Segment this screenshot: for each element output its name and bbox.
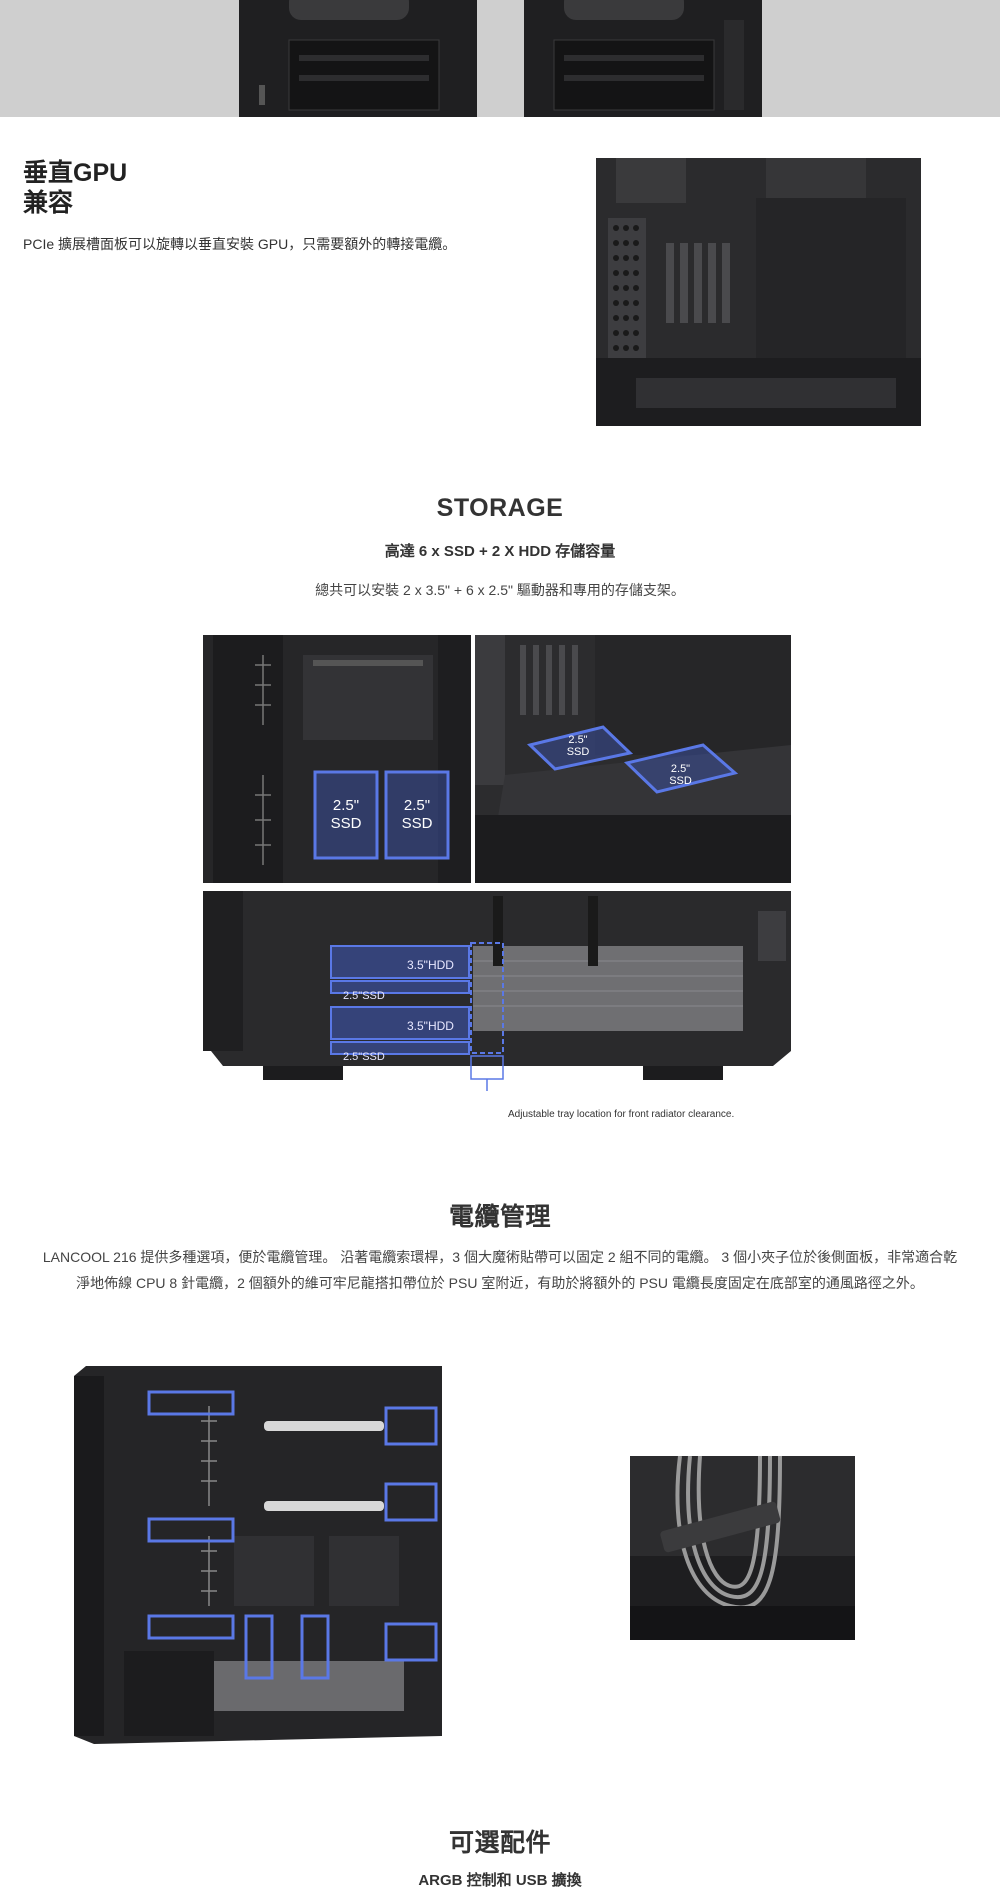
case-photo-top-left xyxy=(239,0,477,117)
ssd-small-label-2: 2.5"SSD xyxy=(343,1051,385,1063)
top-banner xyxy=(0,0,1000,117)
adjustable-tray-annotation: Adjustable tray location for front radia… xyxy=(508,1109,735,1120)
ssd-label-4: 2.5" SSD xyxy=(669,763,692,787)
cable-description-line1: LANCOOL 216 提供多種選項，便於電纜管理。 沿著電纜索環桿，3 個大魔… xyxy=(42,1249,958,1265)
ssd-label-1: 2.5" SSD xyxy=(330,797,362,832)
storage-photo-ssd-floor: 2.5" SSD 2.5" SSD xyxy=(475,635,791,883)
ssd-small-label-1: 2.5"SSD xyxy=(343,990,385,1002)
hdd-label-2: 3.5"HDD xyxy=(407,1019,454,1033)
accessories-subtitle: ARGB 控制和 USB 擴換 xyxy=(418,1872,582,1889)
gpu-title-line2: 兼容 xyxy=(23,189,74,217)
accessories-title: 可選配件 xyxy=(448,1829,551,1857)
cable-title: 電纜管理 xyxy=(448,1203,551,1231)
cable-description-line2: 淨地佈線 CPU 8 針電纜，2 個額外的維可牢尼龍搭扣帶位於 PSU 室附近，… xyxy=(76,1275,924,1291)
gpu-section-title: 垂直GPU 兼容 xyxy=(23,158,127,218)
cable-strap-closeup-photo xyxy=(630,1456,855,1640)
gpu-mount-photo xyxy=(596,158,921,426)
hdd-label-1: 3.5"HDD xyxy=(407,958,454,972)
cable-management-photo xyxy=(74,1366,442,1744)
storage-photo-hdd: 3.5"HDD 2.5"SSD 3.5"HDD 2.5"SSD xyxy=(203,891,791,1091)
case-photo-top-right xyxy=(524,0,762,117)
ssd-label-2: 2.5" SSD xyxy=(401,797,433,832)
storage-subtitle: 高達 6 x SSD + 2 X HDD 存儲容量 xyxy=(384,543,616,560)
ssd-label-3: 2.5" SSD xyxy=(566,734,590,758)
storage-photo-ssd-back: 2.5" SSD 2.5" SSD xyxy=(203,635,471,883)
storage-title: STORAGE xyxy=(436,494,564,522)
gpu-title-line1: 垂直GPU xyxy=(23,159,128,187)
storage-description: 總共可以安裝 2 x 3.5" + 6 x 2.5" 驅動器和專用的存儲支架。 xyxy=(315,582,685,598)
gpu-section-description: PCIe 擴展槽面板可以旋轉以垂直安裝 GPU，只需要額外的轉接電纜。 xyxy=(23,236,457,252)
